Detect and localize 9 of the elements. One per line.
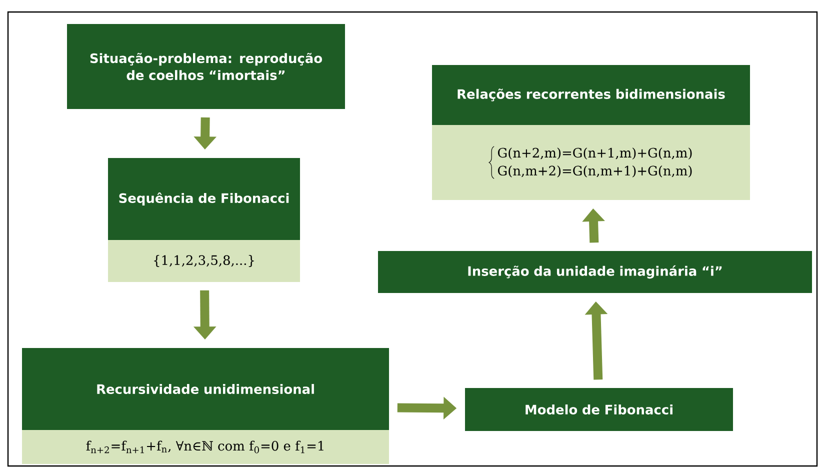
process-box: Modelo de Fibonacci	[465, 388, 733, 431]
node-label: {1,1,2,3,5,8,...}	[154, 255, 254, 267]
node-label: f$_{n+2}$=f$_{n+1}$+f$_{n}$, ∀n∈ℕ com f$_{0}$=0 e f$_{1}$=1	[86, 440, 324, 454]
process-box: Recursividade unidimensional f$_{n+2}$=f$_{n+1}$+f$_{n}$, ∀n∈ℕ com f$_{0}$=0 e f$_{1}$=1	[22, 348, 389, 464]
process-box: Situação-problema: reprodução de coelhos “imortais”	[67, 24, 345, 109]
process-box: Relações recorrentes bidimensionais G(n+2,m)=G(n+1,m)+G(n,m) G(n,m+2)=G(n,m+1)+G(n,m)	[432, 65, 750, 200]
node-label: Relações recorrentes bidimensionais	[458, 88, 725, 102]
process-box: Sequência de Fibonacci {1,1,2,3,5,8,...}	[108, 158, 300, 282]
process-box: Inserção da unidade imaginária “i”	[378, 251, 812, 293]
